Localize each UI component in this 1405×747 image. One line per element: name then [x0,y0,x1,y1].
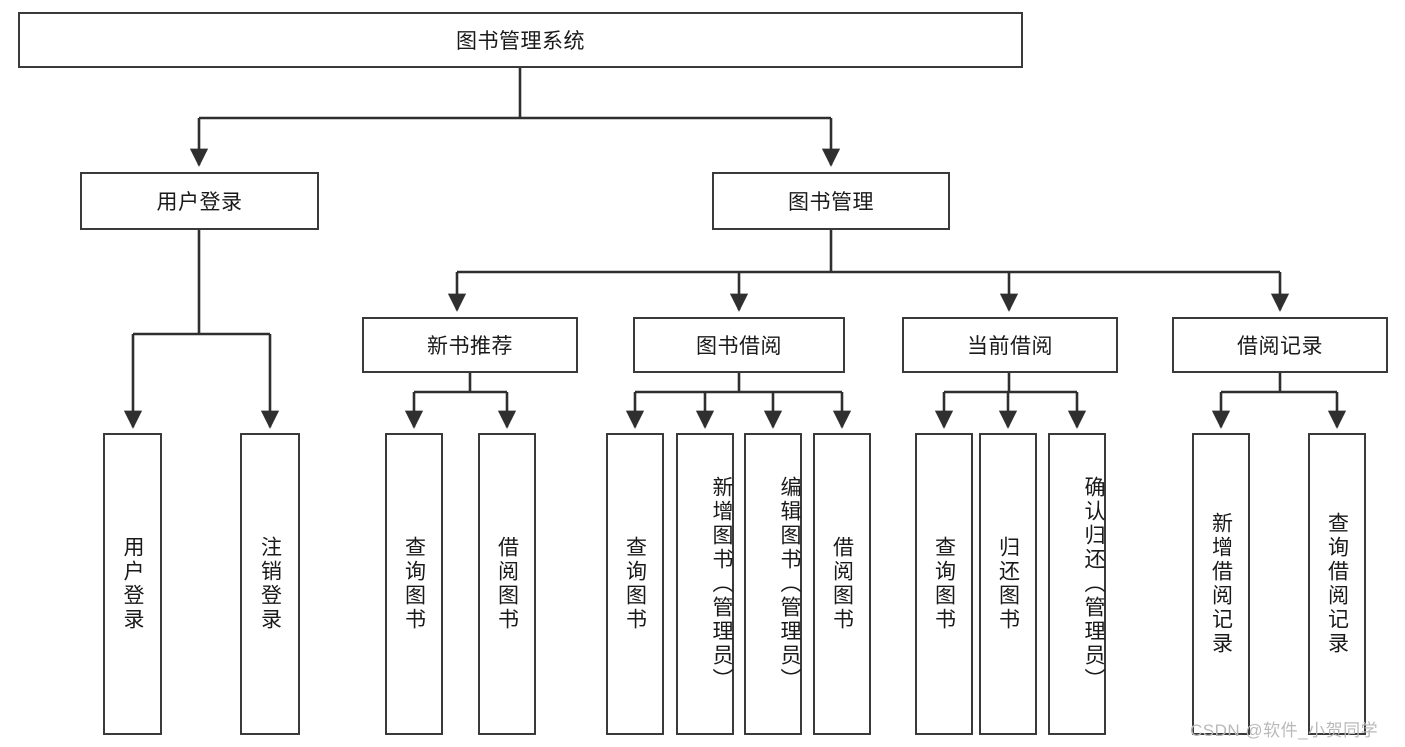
node-label: 借阅图书 [830,536,854,632]
node-label: 查询图书 [932,536,956,632]
node-leaf-user-login[interactable]: 用户登录 [103,433,162,735]
node-label: 查询借阅记录 [1325,512,1349,656]
node-label: 当前借阅 [967,335,1053,358]
node-leaf-confirm-return-admin[interactable]: 确认归还（管理员） [1048,433,1106,735]
node-book-management[interactable]: 图书管理 [712,172,950,230]
node-leaf-query-book-current[interactable]: 查询图书 [915,433,973,735]
node-leaf-edit-book-admin[interactable]: 编辑图书（管理员） [744,433,802,735]
node-leaf-query-book-recommend[interactable]: 查询图书 [385,433,443,735]
node-label: 新增借阅记录 [1209,512,1233,656]
node-borrow-record[interactable]: 借阅记录 [1172,317,1388,373]
node-book-borrow[interactable]: 图书借阅 [633,317,845,373]
csdn-watermark: CSDN @软件_小贺同学 [1190,721,1379,740]
node-leaf-borrow-book-recommend[interactable]: 借阅图书 [478,433,536,735]
node-label: 用户登录 [156,191,243,214]
node-leaf-query-book-borrow[interactable]: 查询图书 [606,433,664,735]
node-label: 新书推荐 [427,335,513,358]
node-system-title[interactable]: 图书管理系统 [18,12,1023,68]
node-leaf-add-book-admin[interactable]: 新增图书（管理员） [676,433,734,735]
node-label: 新增图书（管理员） [710,476,733,692]
node-label: 图书管理 [788,191,874,214]
node-label: 图书借阅 [696,335,782,358]
node-label: 注销登录 [258,536,282,632]
node-label: 查询图书 [623,536,647,632]
node-label: 图书管理系统 [456,30,585,53]
node-current-borrow[interactable]: 当前借阅 [902,317,1118,373]
node-user-login[interactable]: 用户登录 [80,172,319,230]
node-leaf-query-borrow-record[interactable]: 查询借阅记录 [1308,433,1366,735]
node-leaf-return-book[interactable]: 归还图书 [979,433,1037,735]
node-label: 借阅记录 [1237,335,1323,358]
node-leaf-borrow-book[interactable]: 借阅图书 [813,433,871,735]
node-label: 查询图书 [402,536,426,632]
node-leaf-add-borrow-record[interactable]: 新增借阅记录 [1192,433,1250,735]
node-new-book-recommend[interactable]: 新书推荐 [362,317,578,373]
node-label: 编辑图书（管理员） [778,476,801,692]
node-label: 用户登录 [121,536,144,632]
node-label: 借阅图书 [495,536,519,632]
node-leaf-logout-login[interactable]: 注销登录 [240,433,300,735]
node-label: 确认归还（管理员） [1082,476,1105,692]
node-label: 归还图书 [996,536,1020,632]
